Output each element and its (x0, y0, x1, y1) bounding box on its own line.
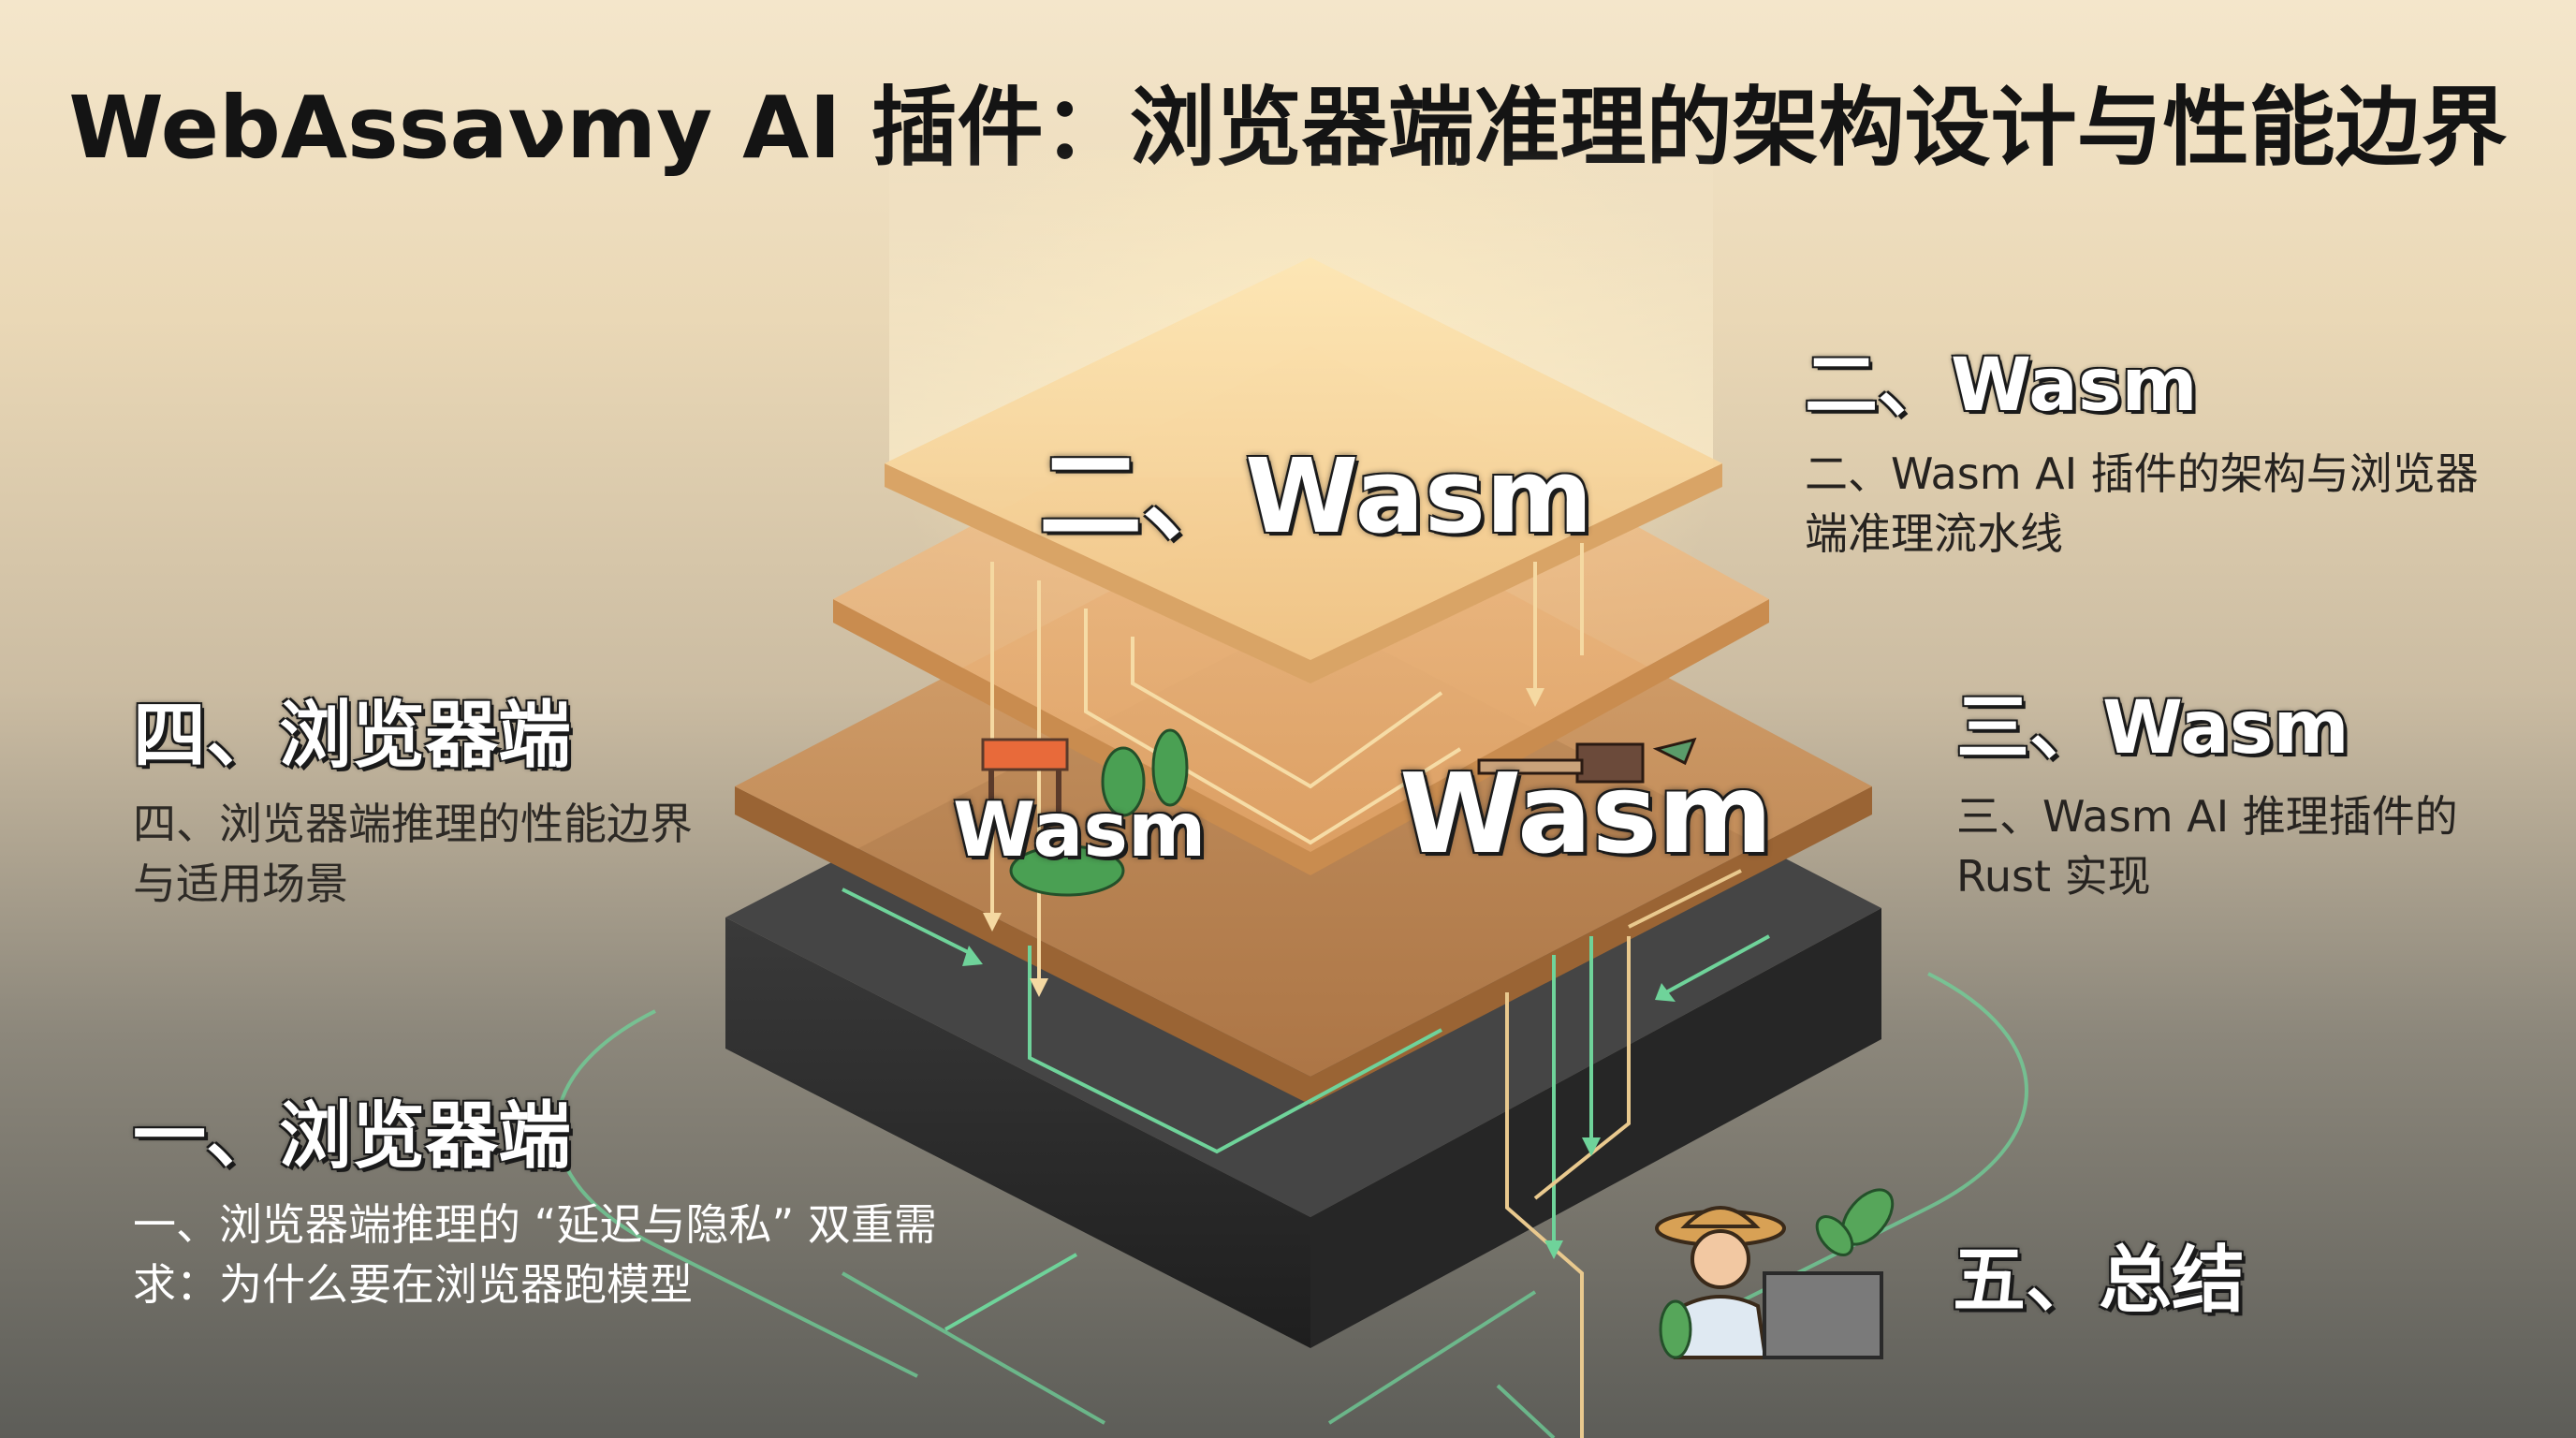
section-2: 二、Wasm 二、Wasm AI 插件的架构与浏览器端准理流水线 (1805, 339, 2479, 564)
arrowhead (983, 913, 1002, 932)
section-2-description: 二、Wasm AI 插件的架构与浏览器端准理流水线 (1805, 448, 2479, 559)
arrowhead (1526, 688, 1544, 707)
tool-plank (1477, 758, 1584, 775)
sprout-leaf (1815, 1215, 1854, 1256)
flow-line (1628, 869, 1742, 929)
section-4-heading: 四、浏览器端 (133, 694, 572, 778)
section-3-description: 三、Wasm AI 推理插件的 Rust 实现 (1956, 791, 2458, 902)
flow-line (842, 888, 974, 957)
top-layer-label: 二、Wasm (1039, 436, 1593, 556)
farmer-face (1690, 1229, 1750, 1289)
middle-layer-label: Wasm (1399, 749, 1773, 878)
section-3: 三、Wasm 三、Wasm AI 推理插件的 Rust 实现 (1956, 682, 2518, 906)
section-4: 四、浏览器端 四、浏览器端推理的性能边界与适用场景 (133, 689, 732, 914)
circuit-line (842, 1271, 1105, 1425)
plant-leaf (1659, 1299, 1692, 1359)
flow-line (944, 1253, 1077, 1331)
section-1-description: 一、浏览器端推理的 “延迟与隐私” 双重需求：为什么要在浏览器跑模型 (133, 1199, 937, 1310)
floor-circuit-lines (555, 972, 2028, 1438)
circuit-line (1496, 1384, 1556, 1438)
plant-leaf (1151, 728, 1189, 807)
farmer-hat-crown (1680, 1206, 1761, 1228)
middle-layer-icon-label: Wasm (953, 786, 1207, 873)
bush (1009, 844, 1125, 897)
section-1: 一、浏览器端 一、浏览器端推理的 “延迟与隐私” 双重需求：为什么要在浏览器跑模… (133, 1090, 938, 1314)
tools-icon (1477, 737, 1697, 784)
section-5-heading: 五、总结 (1953, 1239, 2246, 1323)
flow-line (1028, 946, 1442, 1154)
plant-leaf (1101, 746, 1146, 817)
stall-post (1056, 770, 1061, 826)
crate (1763, 1271, 1883, 1359)
flow-line (1533, 936, 1631, 1200)
flow-arrowheads (962, 688, 1676, 1259)
circuit-line (555, 1009, 918, 1378)
stall-awning (981, 738, 1069, 771)
section-5: 五、总结 (1953, 1234, 2245, 1328)
farmer-body (1673, 1295, 1768, 1359)
market-stall-icon (981, 728, 1189, 897)
stall-post (988, 770, 994, 826)
flow-line (1131, 637, 1443, 789)
top-plate-top (885, 257, 1722, 660)
flow-line (1665, 934, 1770, 994)
arrowhead (1582, 1137, 1601, 1156)
circuit-line (1665, 972, 2028, 1341)
section-3-heading: 三、Wasm (1956, 686, 2349, 770)
arrowhead (1655, 983, 1676, 1002)
top-plate (885, 257, 1722, 683)
arrowhead (962, 946, 983, 966)
section-1-heading: 一、浏览器端 (133, 1094, 572, 1179)
flow-line (1084, 609, 1462, 845)
toolbox (1575, 742, 1645, 784)
arrowhead (1030, 978, 1048, 997)
tool-arrow (1652, 737, 1697, 766)
section-4-description: 四、浏览器端推理的性能边界与适用场景 (133, 799, 693, 909)
base-right-side (1310, 908, 1881, 1348)
farmer-illustration (1655, 1188, 1895, 1359)
arrowhead (1544, 1240, 1563, 1259)
section-2-heading: 二、Wasm (1805, 344, 2198, 428)
circuit-line (1327, 1290, 1537, 1425)
base-left-side (725, 917, 1310, 1348)
